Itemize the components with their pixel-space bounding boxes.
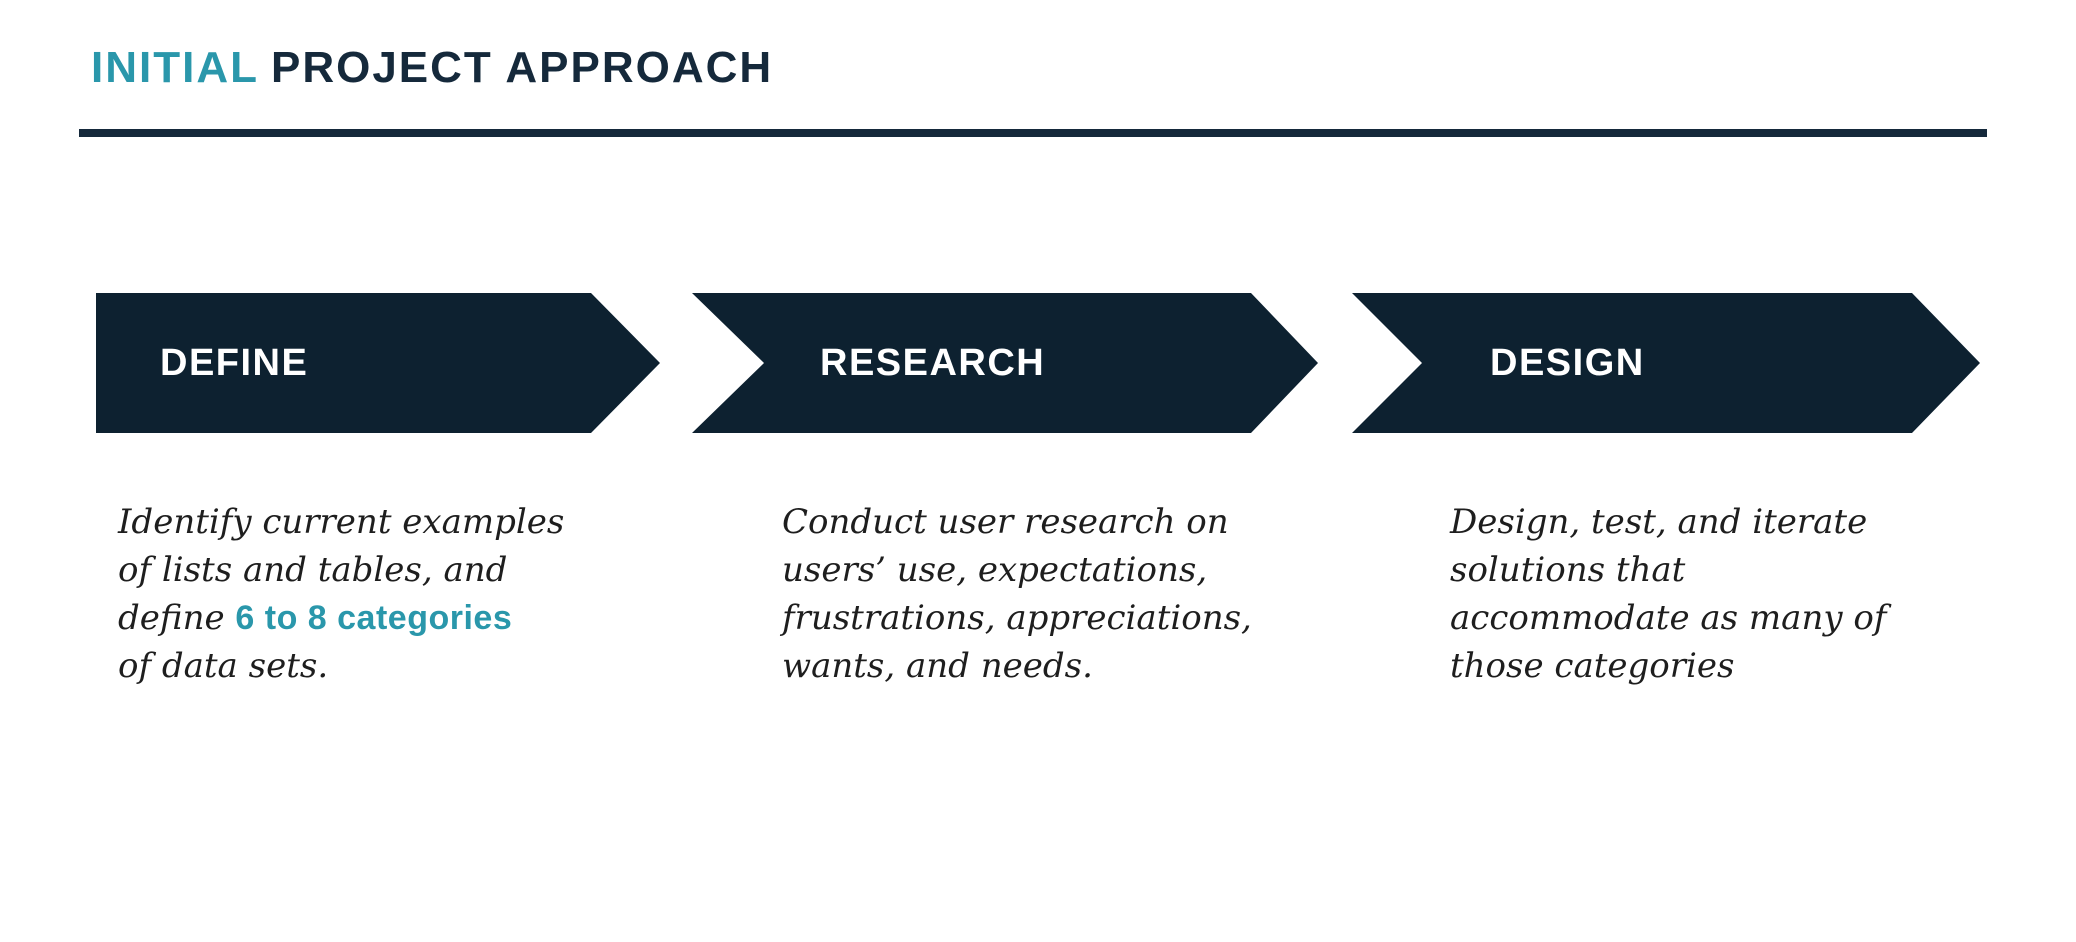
text-segment: those categories — [1450, 646, 1735, 686]
text-segment: Design, test, and iterate — [1450, 502, 1868, 542]
description-line: solutions that — [1450, 546, 1886, 594]
description-line: accommodate as many of — [1450, 594, 1886, 642]
text-segment: frustrations, appreciations, — [782, 598, 1252, 638]
step-description-design: Design, test, and iterate solutions that… — [1450, 498, 1886, 690]
highlight-text: 6 to 8 categories — [235, 599, 513, 637]
description-line: frustrations, appreciations, — [782, 594, 1252, 642]
description-line: Conduct user research on — [782, 498, 1252, 546]
step-description-research: Conduct user research on users’ use, exp… — [782, 498, 1252, 690]
text-segment: solutions that — [1450, 550, 1686, 590]
step-arrow-design: DESIGN — [1352, 293, 1980, 433]
step-arrow-research: RESEARCH — [692, 293, 1318, 433]
step-arrow-define: DEFINE — [96, 293, 660, 433]
step-label-research: RESEARCH — [820, 341, 1046, 384]
description-line: those categories — [1450, 642, 1886, 690]
step-label-design: DESIGN — [1490, 341, 1645, 384]
text-segment: wants, and needs. — [782, 646, 1093, 686]
text-segment: define — [118, 598, 236, 638]
page-title-accent: INITIAL — [91, 43, 259, 92]
description-line: users’ use, expectations, — [782, 546, 1252, 594]
step-label-define: DEFINE — [160, 341, 309, 384]
text-segment: of data sets. — [118, 646, 329, 686]
page-title-rest: PROJECT APPROACH — [270, 43, 774, 92]
text-segment: accommodate as many of — [1450, 598, 1887, 638]
description-line: wants, and needs. — [782, 642, 1252, 690]
text-segment: users’ use, expectations, — [782, 550, 1208, 590]
step-description-define: Identify current examples of lists and t… — [118, 498, 564, 690]
process-arrow-band: DEFINE RESEARCH DESIGN — [0, 293, 2076, 433]
title-underline — [79, 129, 1987, 137]
description-line: Identify current examples — [118, 498, 564, 546]
description-line: define 6 to 8 categories — [118, 594, 564, 642]
text-segment: Conduct user research on — [782, 502, 1229, 542]
text-segment: of lists and tables, and — [118, 550, 508, 590]
description-line: of lists and tables, and — [118, 546, 564, 594]
text-segment: Identify current examples — [118, 502, 565, 542]
description-line: Design, test, and iterate — [1450, 498, 1886, 546]
description-line: of data sets. — [118, 642, 564, 690]
